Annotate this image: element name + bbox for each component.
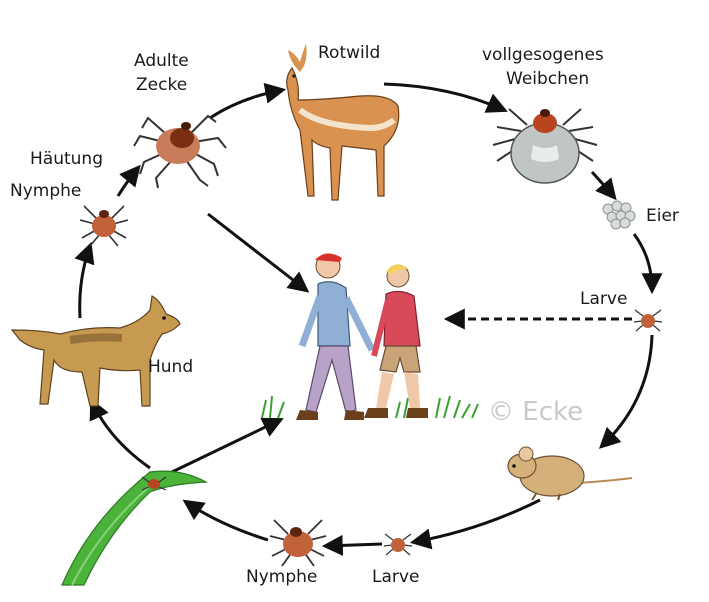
arrow-grass-to-hikers [172,420,280,472]
larva-tick-icon-bottom [384,534,412,555]
label-nymphe-top: Nymphe [10,181,81,201]
arrow-eggs-to-larva [634,234,652,290]
arrow-larva-to-nymph [326,544,382,546]
label-zecke: Zecke [136,75,187,95]
label-vollgesogenes: vollgesogenes [482,45,604,65]
eggs-icon [603,201,635,229]
grass-blade-icon [62,471,206,585]
arrow-larva-to-mouse [602,335,652,446]
arrow-deer-to-female [384,84,504,110]
arrow-nymph-to-adult [118,168,138,196]
arrow-female-to-eggs [592,172,614,197]
arrow-dog-to-nymph [80,246,90,318]
label-eier: Eier [646,206,679,226]
label-weibchen: Weibchen [506,69,589,89]
hikers-icon [262,253,478,420]
larva-tick-icon-right [634,310,662,331]
copyright-watermark: © Ecke [488,397,583,427]
arrow-grass-to-dog [92,402,150,468]
label-nymphe-bottom: Nymphe [246,567,317,587]
nymph-tick-icon-bottom [270,520,326,566]
arrow-adult-to-deer [210,90,282,118]
arrow-adult-to-hikers [208,214,306,290]
nymph-tick-icon [80,206,128,246]
label-adulte: Adulte [134,51,189,71]
adult-tick-icon [134,116,226,188]
label-hund: Hund [148,357,193,377]
arrow-mouse-to-larva [414,500,540,542]
engorged-female-tick-icon [493,109,597,183]
label-haeutung: Häutung [30,149,103,169]
deer-icon [287,44,399,200]
label-rotwild: Rotwild [318,43,380,63]
dog-icon [12,296,180,406]
arrow-nymph-to-grass [186,502,268,540]
label-larve-right: Larve [580,289,627,309]
label-larve-bottom: Larve [372,567,419,587]
mouse-icon [508,447,632,500]
